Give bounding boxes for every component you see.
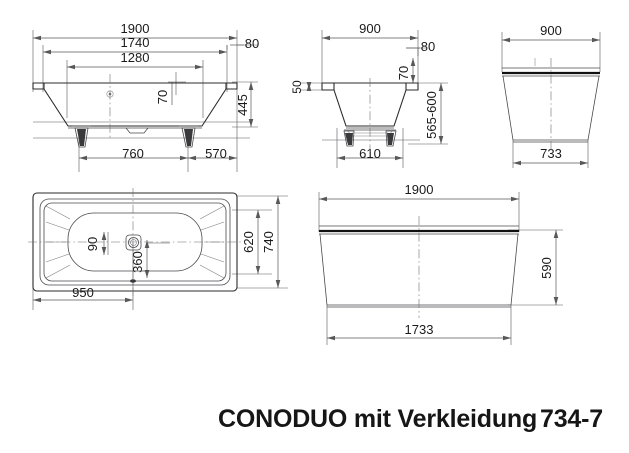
- dim-950-waste-to-end: 950: [33, 285, 133, 303]
- dim-740-overall-width: 740: [261, 196, 281, 288]
- dim-label-570: 570: [205, 146, 227, 161]
- dim-label-1900-length: 1900: [121, 21, 150, 36]
- front-cladding-extension-lines: [318, 192, 563, 345]
- dim-570-leg-to-end: 570: [188, 146, 237, 161]
- dim-80-rim-width: 80: [230, 36, 259, 51]
- dim-445-depth: 445: [235, 82, 254, 127]
- product-model-number: 734-7: [540, 405, 603, 433]
- end-section-tub-body: [321, 82, 419, 129]
- dim-label-740: 740: [261, 231, 276, 253]
- dim-label-70-waste: 70: [155, 90, 170, 104]
- dim-360-waste-offset-long: 360: [130, 240, 170, 278]
- dim-label-900-cladding: 900: [540, 23, 562, 38]
- dim-610-foot-span: 610: [337, 146, 403, 161]
- dim-590-panel-height: 590: [539, 230, 559, 305]
- dim-label-1280: 1280: [121, 50, 150, 65]
- dim-760-leg-spacing: 760: [79, 146, 188, 161]
- dim-1733-cladding-bottom: 1733: [327, 322, 511, 341]
- dim-1740-inner-top-length: 1740: [43, 35, 227, 55]
- dim-label-50: 50: [290, 80, 304, 94]
- dim-1280-bottom-length: 1280: [67, 50, 203, 70]
- dim-label-950: 950: [72, 285, 94, 300]
- dim-90-waste-offset-short: 90: [85, 232, 109, 255]
- dim-label-90: 90: [85, 237, 100, 251]
- dim-label-565-600: 565-600: [424, 91, 439, 139]
- dim-label-760: 760: [122, 146, 144, 161]
- plan-drain-icon: [125, 234, 142, 251]
- dim-900-overall-width: 900: [322, 21, 418, 41]
- view-side-elevation: 1900 1740 1280 80 445: [32, 21, 259, 172]
- dim-label-80-rim: 80: [245, 36, 259, 51]
- dim-label-900-width: 900: [359, 21, 381, 36]
- dim-70-upper-offset: 70: [396, 58, 416, 83]
- view-end-section: 900 80 50 70 565-600: [290, 21, 448, 168]
- view-plan: 620 740 950 90 360: [28, 188, 288, 310]
- side-elevation-tub-body: [32, 82, 238, 129]
- dim-label-445-depth: 445: [235, 94, 250, 116]
- dim-label-590: 590: [539, 257, 554, 279]
- dim-label-1740: 1740: [121, 35, 150, 50]
- dim-70-waste-offset: 70: [155, 72, 186, 105]
- dim-label-733: 733: [540, 146, 562, 161]
- dim-620-inner-width: 620: [241, 210, 261, 274]
- dim-label-80-section: 80: [421, 39, 435, 54]
- dim-80-rim-width-section: 80: [406, 39, 435, 54]
- dim-733-cladding-bottom: 733: [513, 146, 588, 166]
- dim-label-1733: 1733: [405, 322, 434, 337]
- product-title: CONODUO mit Verkleidung: [218, 405, 537, 433]
- plan-center-lines: [28, 188, 242, 296]
- dim-label-1900-front: 1900: [405, 182, 434, 197]
- dim-1900-cladding-top: 1900: [319, 182, 519, 202]
- dim-label-70-section: 70: [396, 66, 411, 80]
- dim-label-620: 620: [241, 231, 256, 253]
- dim-label-360: 360: [130, 251, 145, 273]
- side-elevation-legs: [72, 125, 198, 148]
- dim-1900-overall-length: 1900: [33, 21, 237, 41]
- dim-50-rim-height: 50: [290, 80, 312, 94]
- dim-label-610: 610: [359, 146, 381, 161]
- dim-900-cladding-top: 900: [502, 23, 600, 43]
- dim-565-600-height: 565-600: [424, 83, 444, 144]
- drawing-title-block: CONODUO mit Verkleidung 734-7: [218, 405, 603, 433]
- view-end-cladding: 900 733: [501, 23, 601, 168]
- view-front-cladding: 1900 590 1733: [318, 182, 563, 345]
